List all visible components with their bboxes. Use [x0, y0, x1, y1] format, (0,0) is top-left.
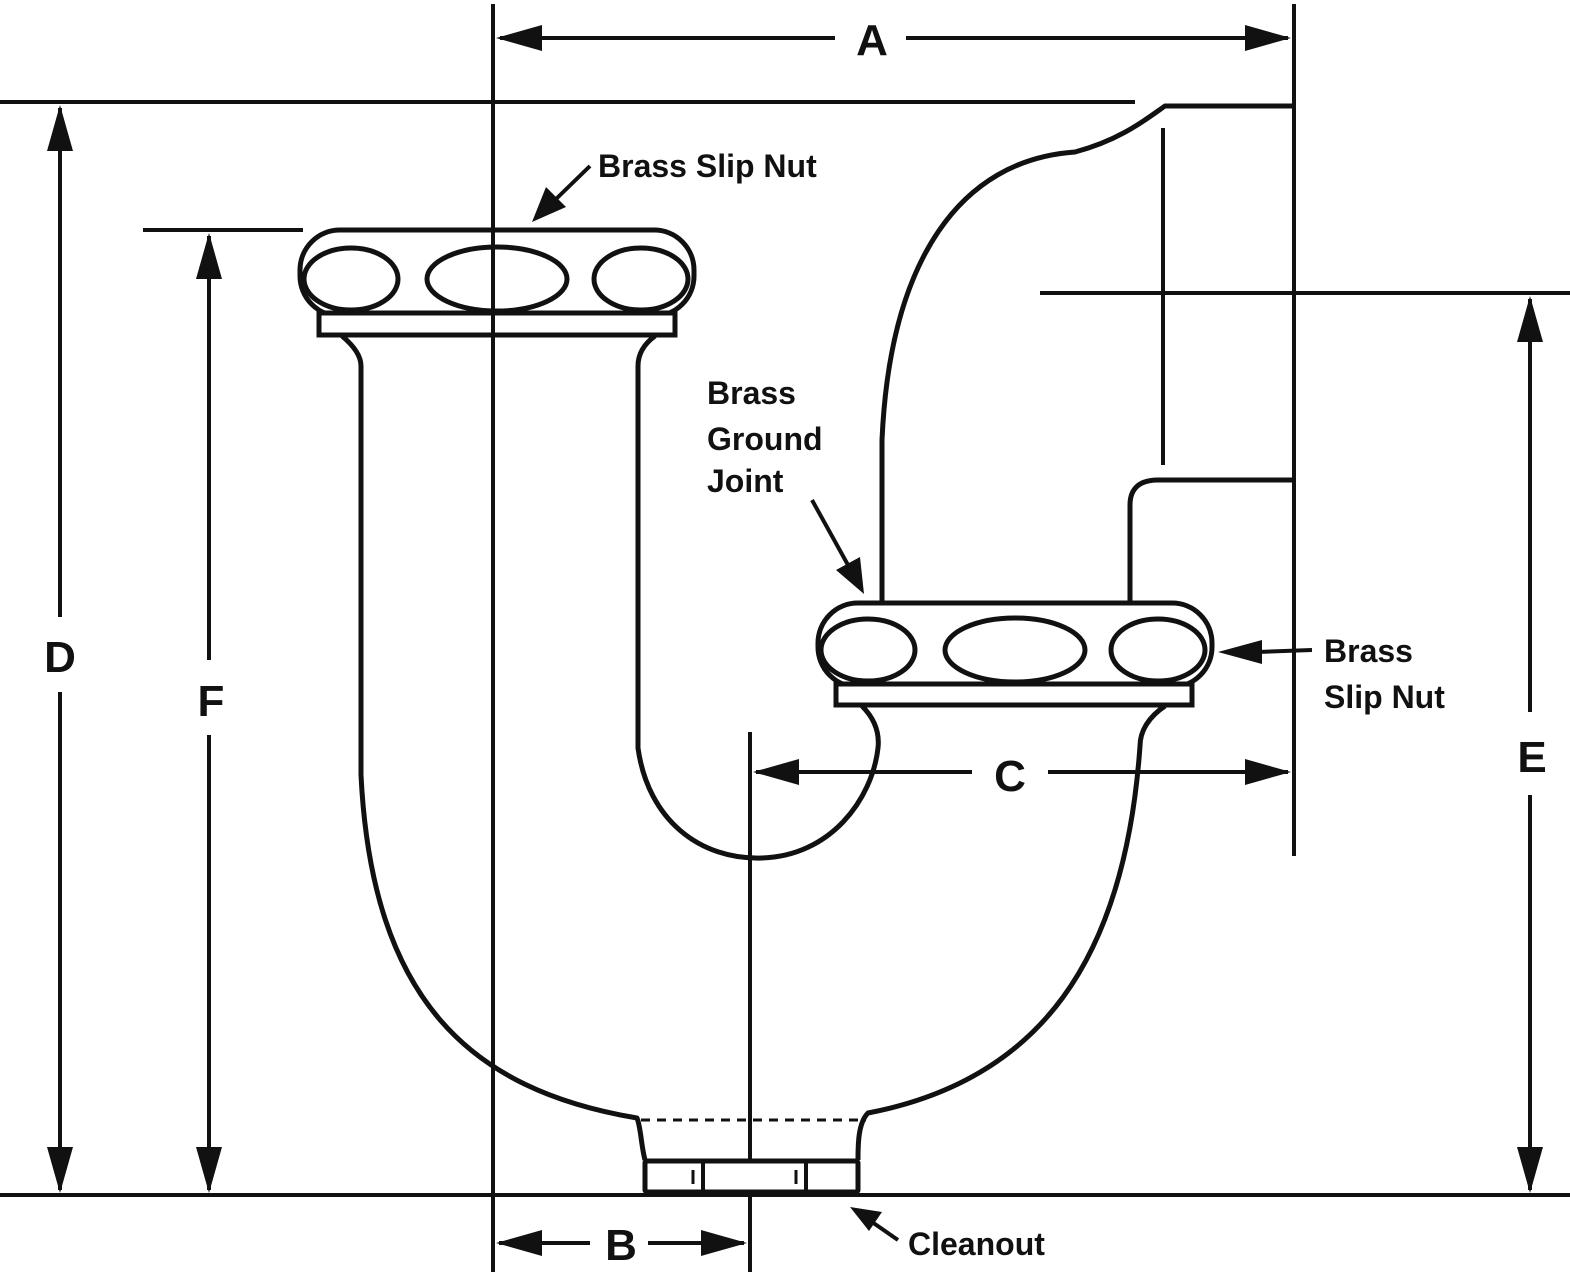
dimension-d: D: [44, 105, 76, 1193]
trap-inner-contour: [635, 333, 881, 861]
dimension-a-label: A: [856, 16, 888, 65]
callout-right-slip-nut-line1: Brass: [1324, 633, 1413, 669]
trap-outer-contour-right: [855, 703, 1167, 1161]
dimension-d-label: D: [44, 633, 76, 682]
callout-top-slip-nut-label: Brass Slip Nut: [598, 148, 817, 184]
dimension-c-label: C: [994, 752, 1026, 801]
dimension-f-label: F: [198, 677, 225, 726]
callout-right-slip-nut: Brass Slip Nut: [1218, 633, 1445, 715]
dimension-f: F: [196, 233, 224, 1193]
top-nut-washer: [316, 310, 678, 338]
trap-outer-contour: [340, 334, 648, 1161]
wall-bend-inner: [1127, 477, 1294, 603]
callout-ground-joint: Brass Ground Joint: [707, 375, 864, 594]
cleanout-plug: [642, 1158, 861, 1195]
wall-bend: [879, 103, 1294, 603]
callout-top-slip-nut: Brass Slip Nut: [532, 148, 817, 222]
callout-cleanout-label: Cleanout: [908, 1226, 1045, 1262]
callout-cleanout: Cleanout: [850, 1207, 1045, 1262]
callout-right-slip-nut-line2: Slip Nut: [1324, 679, 1445, 715]
top-slip-nut: [297, 227, 697, 338]
wall-bend-outer: [879, 103, 1294, 603]
trap-body: [340, 333, 1167, 1161]
right-nut-washer: [833, 681, 1195, 708]
dimension-e-label: E: [1517, 733, 1546, 782]
dimension-b-label: B: [605, 1221, 637, 1270]
callout-ground-joint-line3: Joint: [707, 463, 784, 499]
ground-joint-slip-nut: [815, 600, 1215, 708]
dimension-a: A: [496, 16, 1291, 65]
dimension-b: B: [496, 1221, 747, 1270]
callout-ground-joint-line1: Brass: [707, 375, 796, 411]
dimension-c: C: [753, 752, 1291, 801]
reference-lines: [0, 4, 1570, 1272]
callout-ground-joint-line2: Ground: [707, 421, 823, 457]
dimension-e: E: [1517, 296, 1547, 1193]
